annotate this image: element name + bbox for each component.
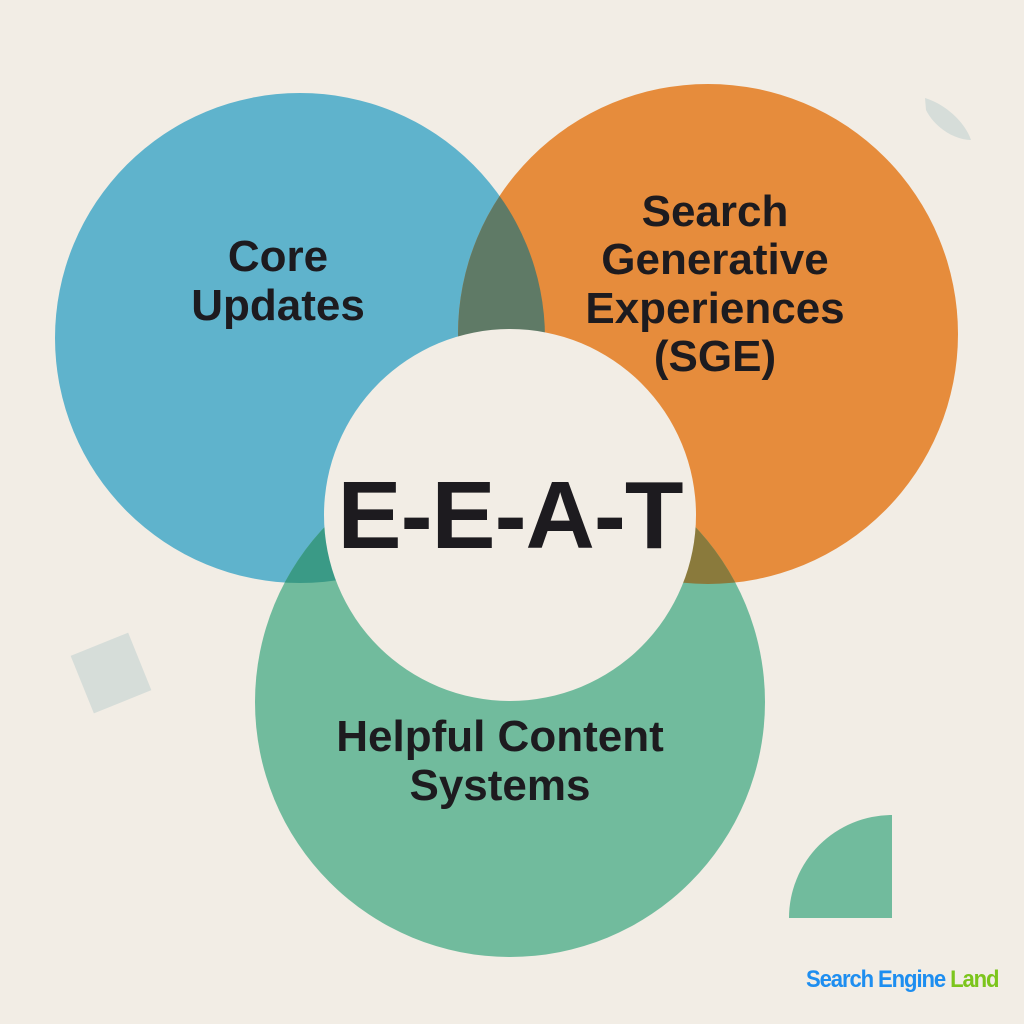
brand-part-search-engine: Search Engine — [806, 966, 946, 993]
center-circle — [324, 329, 696, 701]
label-core-updates: Core Updates — [191, 232, 365, 331]
brand-part-land: Land — [950, 966, 999, 993]
quarter-circle-decoration — [789, 815, 892, 918]
label-sge: Search Generative Experiences (SGE) — [585, 187, 845, 382]
center-label-eeat: E-E-A-T — [337, 462, 684, 569]
brand-logo: Search Engine Land — [806, 966, 999, 994]
square-decoration — [70, 632, 152, 714]
label-helpful-content: Helpful Content Systems — [336, 712, 664, 811]
leaf-shape-decoration — [925, 98, 971, 140]
